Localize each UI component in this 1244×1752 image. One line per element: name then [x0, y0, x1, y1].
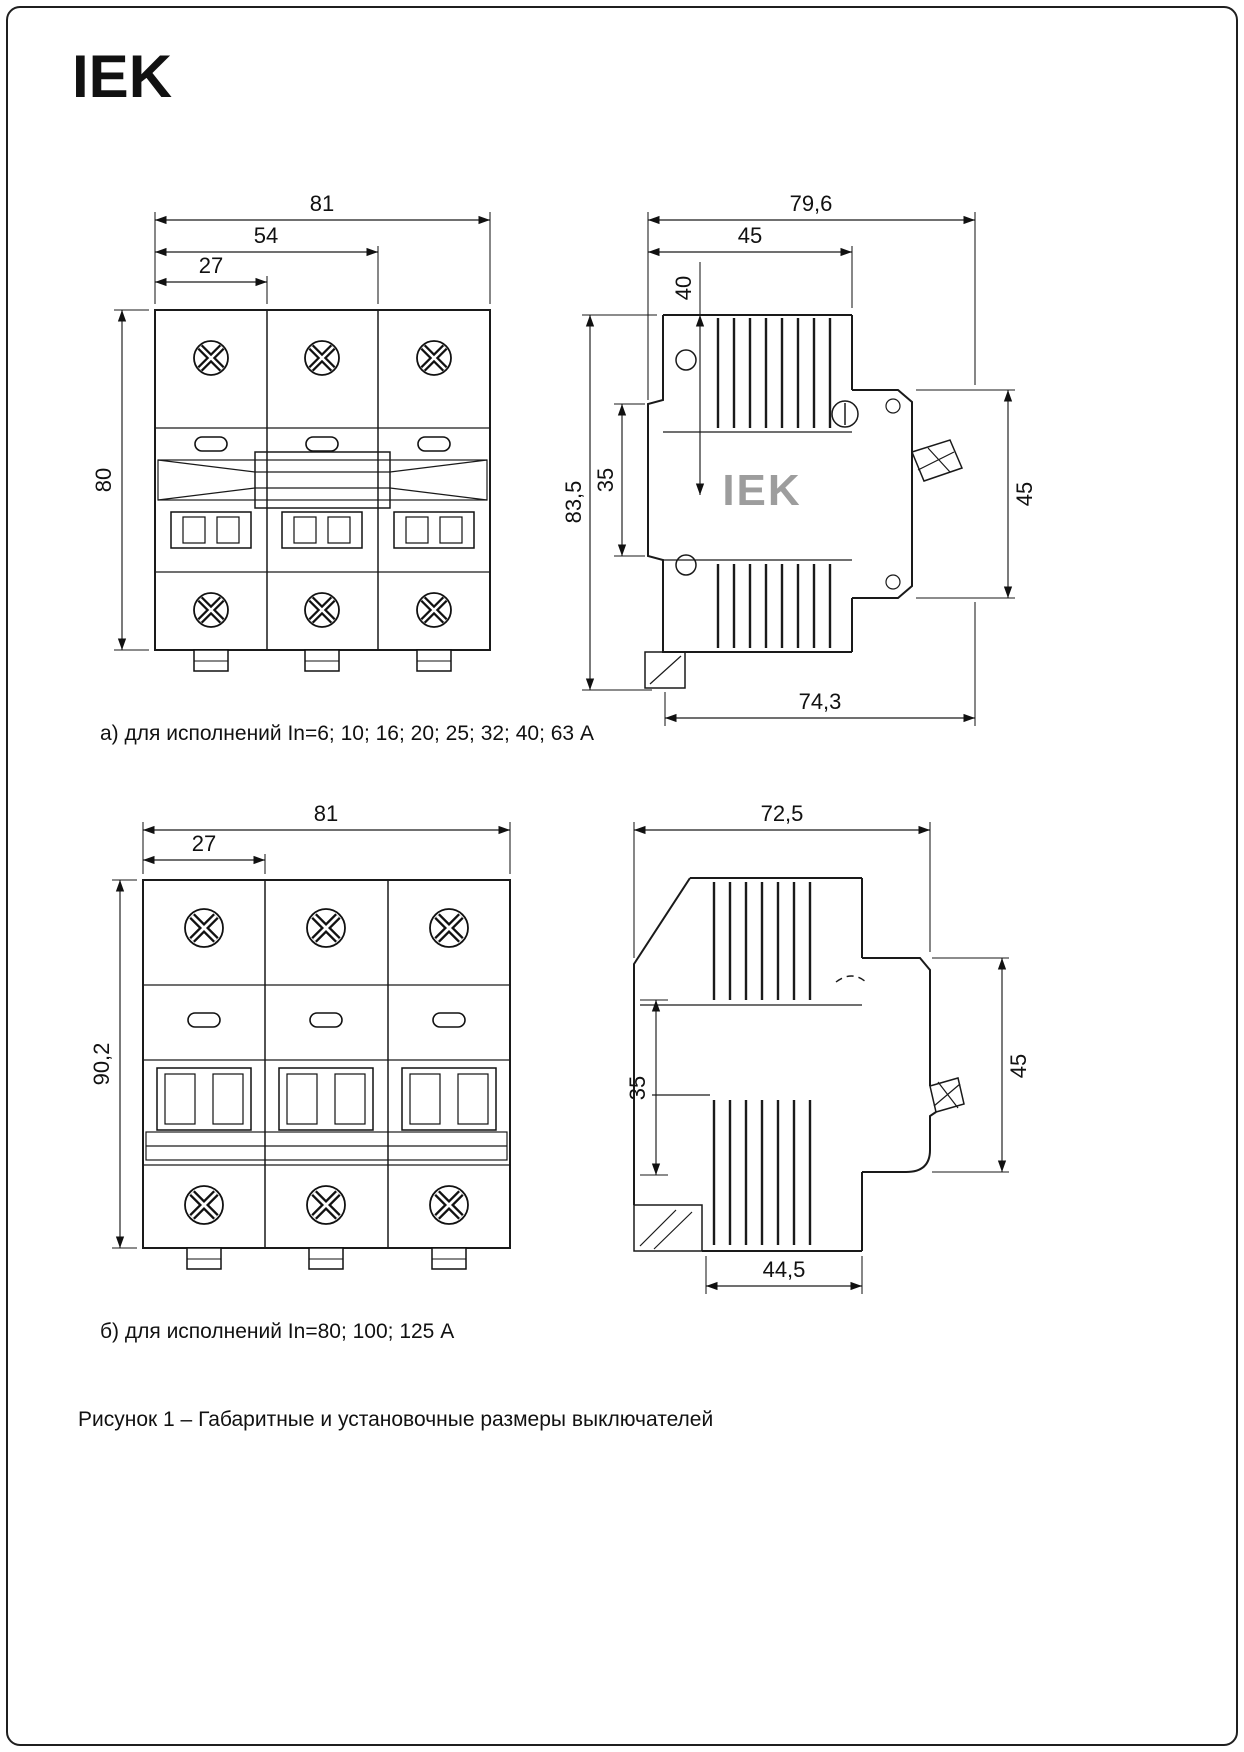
dim-side-a-45-top: 45	[648, 223, 853, 308]
side-view-a: IEK 79,6 45 40 83,5	[561, 191, 1037, 726]
ventilation-slats	[716, 318, 832, 648]
toggle-handle	[929, 1077, 965, 1113]
rivet-hole	[675, 349, 697, 576]
din-clip	[193, 649, 452, 672]
ventilation-slats	[712, 882, 812, 1245]
dim-label: 27	[192, 831, 216, 856]
dim-side-a-45-right: 45	[916, 389, 1037, 599]
din-clip	[644, 651, 686, 689]
brand-logo: IEK	[72, 43, 173, 110]
dim-label: 74,3	[799, 689, 842, 714]
mounting-nose	[852, 389, 913, 599]
caption-variant-b: б) для исполнений In=80; 100; 125 А	[100, 1320, 455, 1343]
din-clip	[186, 1247, 467, 1270]
din-clip	[633, 1204, 703, 1252]
dim-label: 45	[1012, 482, 1037, 506]
dim-label: 45	[1006, 1054, 1031, 1078]
hidden-line	[835, 975, 867, 983]
dim-front-b-27: 27	[143, 831, 266, 874]
dim-label: 44,5	[763, 1257, 806, 1282]
dim-side-b-45: 45	[932, 957, 1031, 1173]
screw-icon	[194, 341, 451, 627]
front-face	[862, 957, 931, 1086]
terminal-clamps	[170, 511, 475, 549]
dim-side-b-35: 35	[625, 999, 668, 1176]
toggle-handle	[145, 1131, 508, 1161]
dim-side-b-44-5: 44,5	[705, 1256, 863, 1294]
dim-label: 90,2	[89, 1043, 114, 1086]
screw-icon	[185, 909, 468, 1224]
dim-side-a-79-6: 79,6	[647, 191, 976, 400]
dim-front-a-54: 54	[155, 223, 379, 304]
front-view-a: 81 54 27 80	[91, 191, 491, 672]
front-view-b: 81 27 90,2	[89, 801, 511, 1270]
dim-label: 40	[671, 276, 696, 300]
dim-front-a-27: 27	[155, 253, 268, 304]
toggle-handle	[910, 439, 964, 482]
dim-front-a-81: 81	[154, 191, 491, 304]
dim-label: 81	[314, 801, 338, 826]
dim-front-b-90-2: 90,2	[89, 879, 137, 1249]
dim-side-a-40: 40	[671, 262, 705, 495]
dim-label: 27	[199, 253, 223, 278]
toggle-handle	[157, 451, 488, 509]
terminal-screw-icon	[831, 400, 859, 428]
dim-label: 45	[738, 223, 762, 248]
dim-front-a-80: 80	[91, 309, 149, 651]
dim-label: 35	[593, 468, 618, 492]
dim-label: 54	[254, 223, 278, 248]
indicator-window	[187, 1012, 466, 1028]
side-view-b: 72,5 35 45 44,5	[625, 801, 1031, 1294]
caption-variant-a: а) для исполнений In=6; 10; 16; 20; 25; …	[100, 722, 594, 745]
dim-side-b-72-5: 72,5	[633, 801, 931, 958]
dim-label: 81	[310, 191, 334, 216]
dim-side-a-83-5: 83,5	[561, 314, 657, 691]
dim-side-a-74-3: 74,3	[664, 602, 976, 726]
dim-label: 80	[91, 468, 116, 492]
dim-label: 79,6	[790, 191, 833, 216]
iek-logo-on-body: IEK	[722, 466, 801, 515]
dim-label: 72,5	[761, 801, 804, 826]
dim-label: 83,5	[561, 481, 586, 524]
dim-label: 35	[625, 1076, 650, 1100]
dim-side-a-35: 35	[593, 403, 645, 557]
indicator-window	[194, 436, 451, 452]
terminal-clamps	[156, 1067, 497, 1131]
mounting-holes	[885, 398, 901, 590]
figure-caption: Рисунок 1 – Габаритные и установочные ра…	[78, 1408, 714, 1431]
dim-front-b-81: 81	[142, 801, 511, 874]
